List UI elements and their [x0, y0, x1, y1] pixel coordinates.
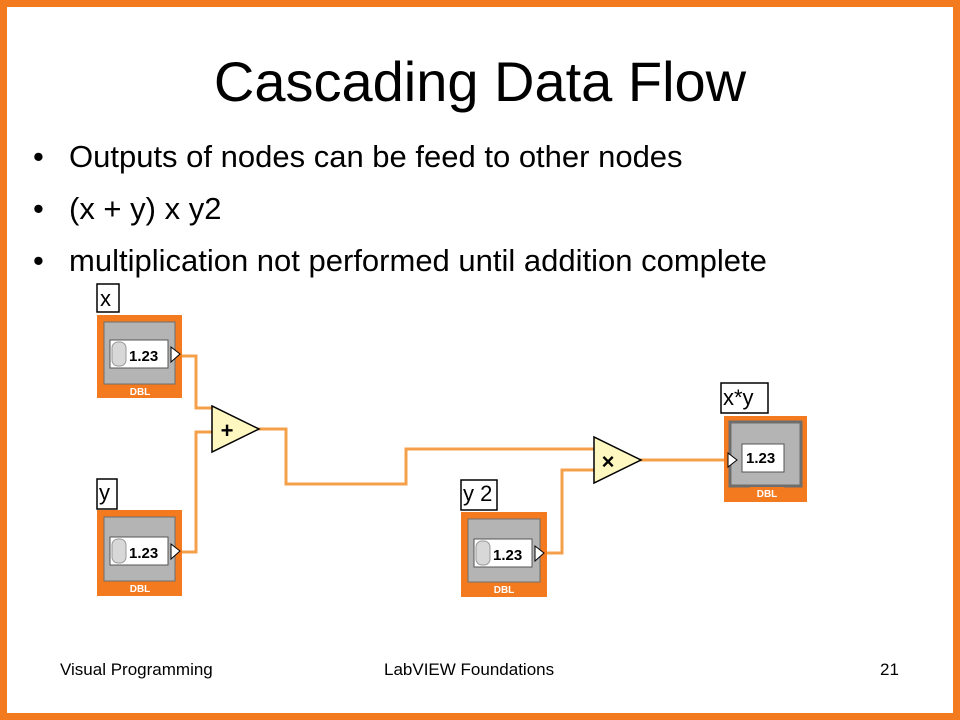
wire-x-to-add — [180, 354, 215, 421]
terminal-value: 1.23 — [129, 348, 158, 365]
multiply-icon: × — [602, 449, 615, 474]
multiply-node[interactable]: × — [593, 435, 643, 485]
control-y2[interactable]: y 2 1.23 DBL — [460, 479, 547, 597]
slide-title: Cascading Data Flow — [213, 50, 747, 113]
wires — [180, 354, 726, 555]
indicator-value: 1.23 — [746, 450, 775, 467]
stepper-icon — [475, 540, 491, 566]
control-label: y — [99, 480, 110, 505]
indicator-type: DBL — [757, 489, 778, 500]
control-label-box — [460, 479, 498, 511]
indicator-label-box — [720, 382, 769, 414]
stepper-icon — [111, 538, 127, 564]
type-badge — [750, 487, 784, 499]
wire-add-to-multiply — [258, 427, 596, 486]
add-node-shape — [211, 404, 261, 454]
numeric-box — [741, 443, 785, 473]
bullet-icon: • — [33, 139, 44, 174]
bullet-item: • (x + y) x y2 — [29, 187, 767, 239]
control-label: y 2 — [463, 481, 492, 506]
multiply-node-shape — [593, 435, 643, 485]
wire-y-to-add — [180, 430, 215, 554]
type-badge — [123, 582, 157, 594]
output-arrow-icon — [534, 544, 545, 563]
stepper-icon — [111, 341, 127, 367]
bullet-item: • Outputs of nodes can be feed to other n… — [29, 135, 767, 187]
bullet-text: multiplication not performed until addit… — [69, 243, 767, 278]
output-arrow-icon — [170, 542, 181, 561]
bullet-icon: • — [33, 243, 44, 278]
bullet-icon: • — [33, 191, 44, 226]
bullet-item: • multiplication not performed until addi… — [29, 239, 767, 291]
add-icon: + — [221, 418, 234, 443]
bullet-list: • Outputs of nodes can be feed to other n… — [29, 135, 767, 291]
type-badge — [487, 583, 521, 595]
terminal-type: DBL — [130, 584, 151, 595]
add-node[interactable]: + — [211, 404, 261, 454]
bullet-text: (x + y) x y2 — [69, 191, 222, 226]
footer-center: LabVIEW Foundations — [384, 660, 555, 679]
control-label-box — [96, 283, 120, 313]
type-badge — [123, 385, 157, 397]
control-x[interactable]: x 1.23 DBL — [96, 283, 182, 398]
input-arrow-icon — [727, 451, 738, 469]
terminal-value: 1.23 — [493, 547, 522, 564]
terminal-value: 1.23 — [129, 545, 158, 562]
bullet-text: Outputs of nodes can be feed to other no… — [69, 139, 683, 174]
control-label: x — [100, 286, 111, 311]
control-label-box — [96, 478, 118, 510]
indicator-label: x*y — [723, 385, 754, 410]
output-arrow-icon — [170, 345, 181, 364]
page-number: 21 — [880, 660, 899, 679]
control-y[interactable]: y 1.23 DBL — [96, 478, 182, 596]
indicator-xy[interactable]: x*y 1.23 DBL — [720, 382, 807, 502]
terminal-type: DBL — [494, 585, 515, 596]
terminal-type: DBL — [130, 387, 151, 398]
footer-left: Visual Programming — [60, 660, 213, 679]
wire-y2-to-multiply — [545, 468, 596, 555]
